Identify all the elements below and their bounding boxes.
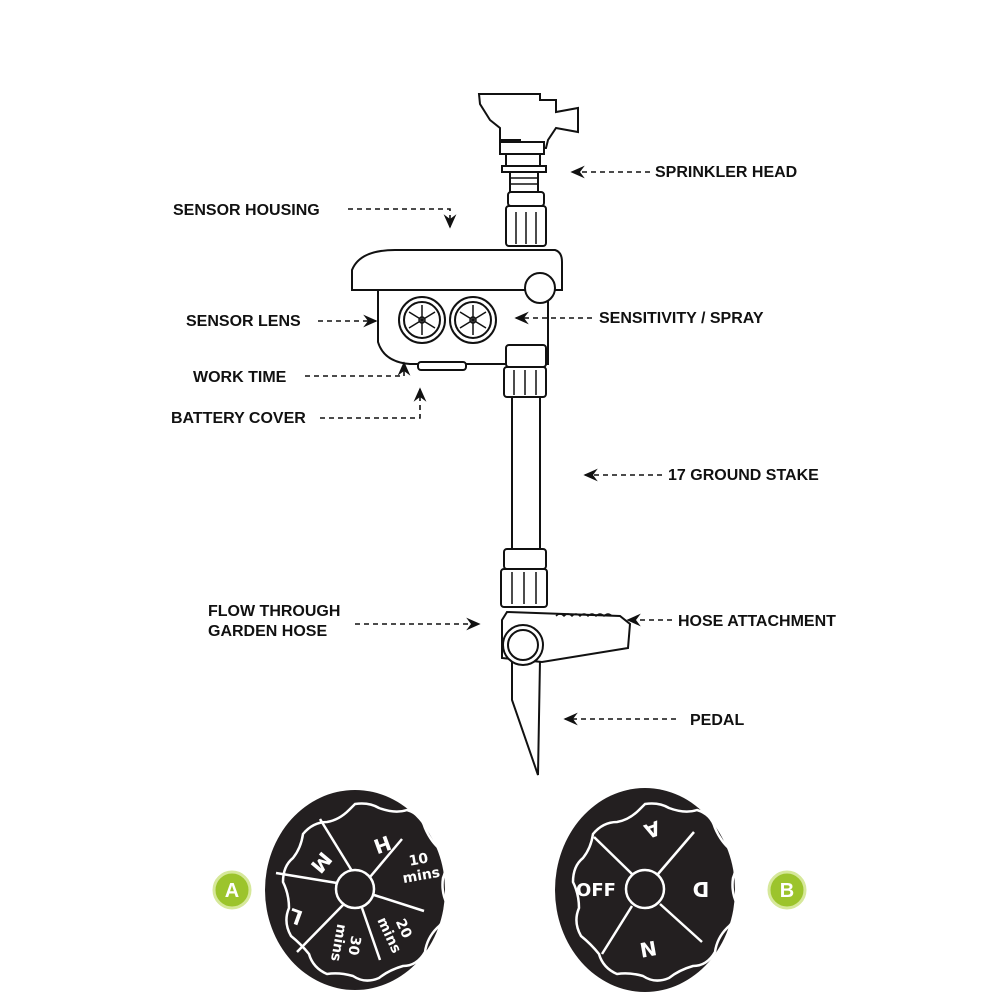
label-sensor-lens: SENSOR LENS — [186, 313, 301, 330]
label-hose-attachment: HOSE ATTACHMENT — [678, 613, 836, 630]
dial-a-30: 30 — [344, 934, 363, 956]
label-sprinkler-head: SPRINKLER HEAD — [655, 164, 797, 181]
dial-b-label-n: N — [638, 936, 659, 963]
label-flow-through-2: GARDEN HOSE — [208, 623, 327, 640]
leader-arrows — [305, 165, 676, 726]
sprinkler-device — [351, 93, 632, 776]
lower-coupling — [500, 548, 548, 608]
badge-b-text: B — [780, 880, 794, 902]
dial-a-label-30-mins: 30 mins — [327, 923, 363, 963]
badge-a: A — [212, 870, 252, 910]
label-sensor-housing: SENSOR HOUSING — [173, 202, 320, 219]
dial-a: H M L 10 mins 20 mins 30 mins — [265, 790, 449, 990]
dial-b: A D N OFF — [555, 788, 739, 992]
sensor-lens-left — [398, 296, 446, 344]
dial-a-label-10-mins: 10 mins — [401, 851, 441, 888]
badge-b: B — [767, 870, 807, 910]
dial-b-label-off: OFF — [576, 880, 616, 901]
dial-b-label-d: D — [693, 877, 710, 901]
label-work-time: WORK TIME — [193, 369, 287, 386]
label-battery-cover: BATTERY COVER — [171, 410, 306, 427]
stake-spike — [511, 659, 542, 776]
dial-a-10: 10 — [408, 851, 430, 870]
sprinkler-head-drawing — [477, 93, 579, 195]
label-ground-stake: 17 GROUND STAKE — [668, 467, 819, 484]
dial-a-mins: mins — [327, 923, 349, 963]
dial-a-20: 20 — [392, 916, 415, 941]
ground-stake-tube — [511, 396, 541, 550]
dial-a-label-h: H — [370, 830, 394, 858]
dial-a-mins: mins — [401, 865, 441, 887]
upper-coupling — [505, 191, 547, 247]
label-sensitivity-spray: SENSITIVITY / SPRAY — [599, 310, 764, 327]
sensor-lens-right — [449, 296, 497, 344]
badge-a-text: A — [225, 880, 239, 902]
label-flow-through-1: FLOW THROUGH — [208, 603, 340, 620]
sensor-housing-drawing — [351, 249, 563, 371]
middle-coupling — [503, 344, 547, 398]
label-pedal: PEDAL — [690, 712, 744, 729]
